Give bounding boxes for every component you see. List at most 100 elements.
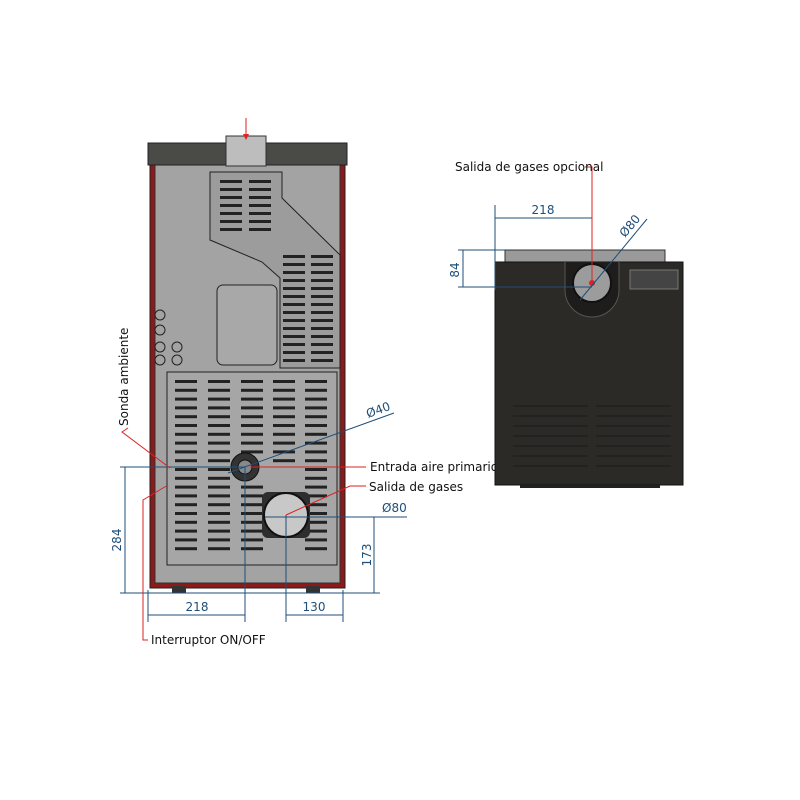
vent-slot <box>305 459 327 463</box>
vent-slot <box>305 520 327 524</box>
vent-slot <box>311 359 333 362</box>
vent-slot <box>273 415 295 419</box>
dim-d40: Ø40 <box>364 399 392 421</box>
vent-slot <box>241 529 263 533</box>
vent-slot <box>208 468 230 471</box>
vent-slot <box>208 432 230 436</box>
vent-slot <box>596 445 671 447</box>
vent-slot <box>305 468 327 471</box>
vent-slot <box>311 295 333 298</box>
vent-slot <box>311 335 333 338</box>
vent-slot <box>241 441 263 445</box>
vent-slot <box>241 424 263 427</box>
vent-slot <box>311 271 333 274</box>
vent-slot <box>305 432 327 436</box>
vent-slot <box>596 455 671 457</box>
vent-slot <box>305 512 327 515</box>
vent-slot <box>305 450 327 454</box>
vent-slot <box>175 380 197 383</box>
arrow-head-icon <box>243 134 249 140</box>
vent-slot <box>283 343 305 346</box>
vent-slot <box>241 520 263 524</box>
vent-slot <box>311 303 333 306</box>
flue-pipe <box>225 135 267 167</box>
vent-slot <box>241 380 263 383</box>
vent-slot <box>175 503 197 507</box>
vent-slot <box>273 459 295 463</box>
vent-slot <box>175 538 197 542</box>
vent-slots <box>175 180 333 551</box>
vent-slot <box>241 388 263 392</box>
vent-slot <box>305 415 327 419</box>
vent-slot <box>241 450 263 454</box>
vent-slot <box>208 512 230 515</box>
vent-slot <box>175 459 197 463</box>
vent-slot <box>208 441 230 445</box>
vent-slot <box>175 529 197 533</box>
vent-slot <box>220 228 242 231</box>
access-plate <box>216 284 278 366</box>
vent-slot <box>311 311 333 314</box>
vent-slot <box>311 343 333 346</box>
vent-slot <box>249 188 271 191</box>
vent-slot <box>273 388 295 392</box>
vent-slot <box>249 228 271 231</box>
label-salida-gases: Salida de gases <box>369 480 463 494</box>
vent-slot <box>311 287 333 290</box>
vent-slot <box>241 485 263 489</box>
vent-slot <box>273 441 295 445</box>
vent-slot <box>513 455 588 457</box>
upper-grille-panel <box>209 171 341 369</box>
vent-slot <box>220 212 242 215</box>
vent-slot <box>208 459 230 463</box>
vent-slot <box>283 279 305 282</box>
vent-slot <box>283 295 305 298</box>
vent-slot <box>305 547 327 551</box>
vent-slot <box>175 512 197 515</box>
vent-slot <box>175 547 197 551</box>
vent-slot <box>208 494 230 498</box>
vent-slot <box>283 351 305 354</box>
vent-slot <box>596 435 671 437</box>
vent-slot <box>513 465 588 467</box>
vent-slot <box>220 196 242 199</box>
vent-slot <box>208 520 230 524</box>
vent-slot <box>208 406 230 410</box>
vent-slot <box>513 445 588 447</box>
vent-slot <box>208 415 230 419</box>
vent-slot <box>305 424 327 427</box>
vent-slot <box>305 397 327 401</box>
dim-218: 218 <box>186 600 209 614</box>
label-sonda-ambiente: Sonda ambiente <box>117 328 131 426</box>
vent-slot <box>311 279 333 282</box>
vent-slot <box>513 435 588 437</box>
vent-slot <box>220 220 242 223</box>
vent-slot <box>175 520 197 524</box>
vent-slot <box>208 397 230 401</box>
vent-slots <box>513 405 671 467</box>
vent-slot <box>273 424 295 427</box>
vent-slot <box>596 415 671 417</box>
vent-slot <box>305 538 327 542</box>
vent-slot <box>283 287 305 290</box>
vent-slot <box>283 271 305 274</box>
label-salida-opcional: Salida de gases opcional <box>455 160 603 174</box>
vent-slot <box>305 380 327 383</box>
vent-slot <box>305 388 327 392</box>
vent-slot <box>283 303 305 306</box>
vent-slot <box>175 441 197 445</box>
vent-slot <box>273 406 295 410</box>
vent-slot <box>513 405 588 407</box>
vent-slot <box>283 311 305 314</box>
vent-slot <box>208 388 230 392</box>
vent-slot <box>220 180 242 183</box>
vent-slot <box>311 351 333 354</box>
vent-slot <box>311 327 333 330</box>
foot <box>306 586 320 593</box>
vent-slot <box>311 255 333 258</box>
vent-slot <box>208 503 230 507</box>
vent-slot <box>305 485 327 489</box>
vent-slot <box>208 424 230 427</box>
vent-slot <box>175 494 197 498</box>
